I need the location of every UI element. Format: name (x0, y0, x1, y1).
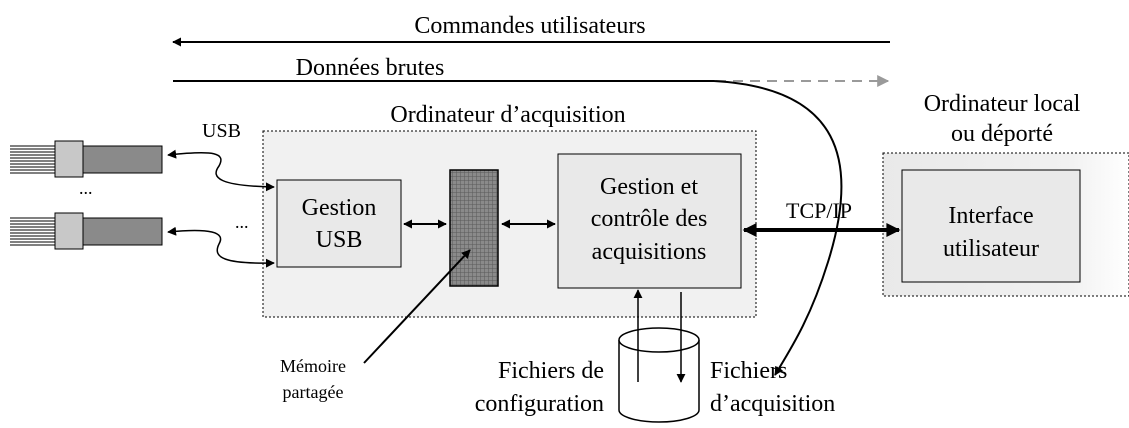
local-computer-title-line2: ou déporté (951, 121, 1053, 147)
control-box-line1: Gestion et (600, 174, 698, 200)
storage-cylinder (618, 327, 700, 423)
control-box-line2: contrôle des (591, 206, 708, 232)
shared-memory-pointer (363, 249, 471, 364)
usb-cable-1 (167, 149, 275, 192)
user-interface-box (901, 169, 1081, 283)
config-files-line2: configuration (475, 391, 604, 417)
usb-box-line1: Gestion (302, 195, 377, 221)
raw-data-to-files-curve (713, 80, 843, 376)
usb-management-box (276, 179, 402, 268)
shared-memory-block (449, 169, 499, 287)
acq-files-line2: d’acquisition (710, 391, 835, 417)
acquisition-control-box (557, 153, 742, 289)
tcp-ip-label: TCP/IP (786, 198, 852, 223)
user-interface-line2: utilisateur (943, 236, 1039, 262)
usb-device-1 (10, 140, 163, 178)
devices-ellipsis: ... (79, 178, 93, 198)
local-computer-title-line1: Ordinateur local (924, 91, 1081, 117)
acquisition-computer-title: Ordinateur d’acquisition (390, 102, 625, 128)
config-files-line1: Fichiers de (498, 358, 604, 384)
control-box-line3: acquisitions (592, 239, 707, 265)
user-interface-line1: Interface (948, 203, 1033, 229)
user-commands-label: Commandes utilisateurs (414, 13, 645, 39)
usb-cable-2 (167, 226, 275, 268)
acq-files-line1: Fichiers (710, 358, 787, 384)
cables-ellipsis: ... (235, 212, 249, 232)
raw-data-label: Données brutes (296, 55, 445, 81)
usb-box-line2: USB (316, 227, 363, 253)
usb-device-2 (10, 212, 163, 250)
usb-label: USB (202, 120, 241, 142)
shared-memory-line2: partagée (283, 382, 344, 402)
shared-memory-line1: Mémoire (280, 356, 346, 376)
